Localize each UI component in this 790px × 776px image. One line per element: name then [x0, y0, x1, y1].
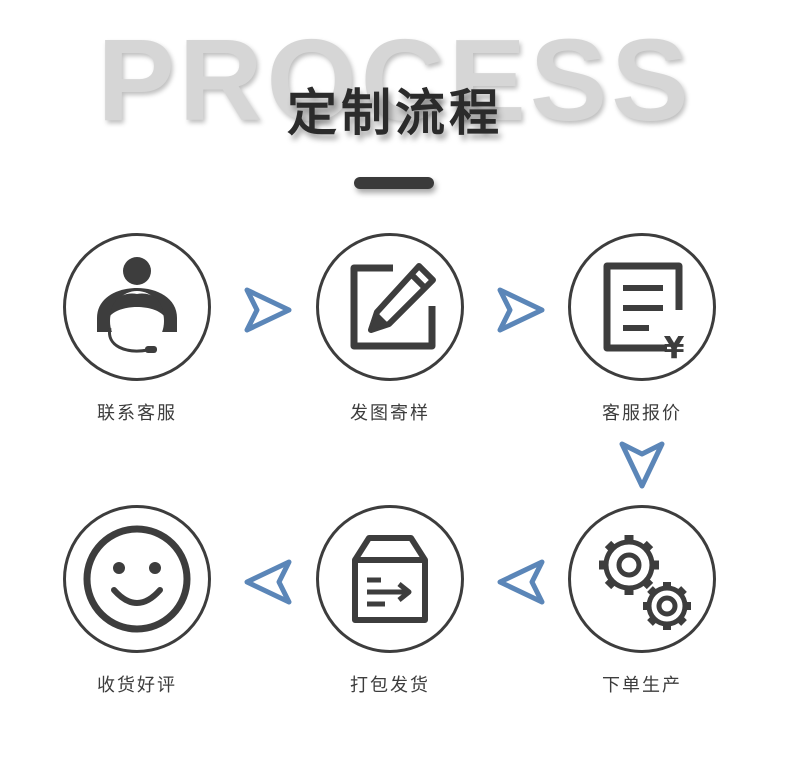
step-label: 打包发货	[350, 675, 430, 696]
gears-icon	[599, 535, 691, 630]
arrow-left-icon	[244, 559, 292, 605]
step-send-sample: 发图寄样	[300, 233, 480, 425]
title-underline-bar	[354, 177, 434, 189]
step-contact-service: 联系客服	[47, 233, 227, 425]
arrow-down-icon	[619, 441, 665, 489]
step-label: 收货好评	[97, 675, 177, 696]
package-box-icon	[352, 535, 428, 623]
step-label: 客服报价	[602, 403, 682, 424]
step-circle	[63, 505, 211, 653]
arrow-right-icon	[244, 287, 292, 333]
step-production: 下单生产	[552, 505, 732, 697]
svg-text:¥: ¥	[664, 331, 685, 366]
customer-service-icon	[97, 257, 177, 353]
step-circle	[316, 233, 464, 381]
step-quotation: ¥ 客服报价	[552, 233, 732, 425]
step-circle	[316, 505, 464, 653]
edit-pencil-icon	[350, 263, 436, 350]
step-circle: ¥	[568, 233, 716, 381]
quote-document-icon: ¥	[603, 262, 685, 366]
step-circle	[63, 233, 211, 381]
smiley-face-icon	[83, 525, 191, 633]
step-circle	[568, 505, 716, 653]
step-label: 联系客服	[97, 403, 177, 424]
step-label: 下单生产	[602, 675, 682, 696]
step-packing-shipping: 打包发货	[300, 505, 480, 697]
arrow-right-icon	[497, 287, 545, 333]
arrow-left-icon	[497, 559, 545, 605]
step-receive-review: 收货好评	[47, 505, 227, 697]
page-title: 定制流程	[287, 84, 503, 142]
step-label: 发图寄样	[350, 403, 430, 424]
background-watermark-word: PROCESS	[97, 15, 693, 145]
